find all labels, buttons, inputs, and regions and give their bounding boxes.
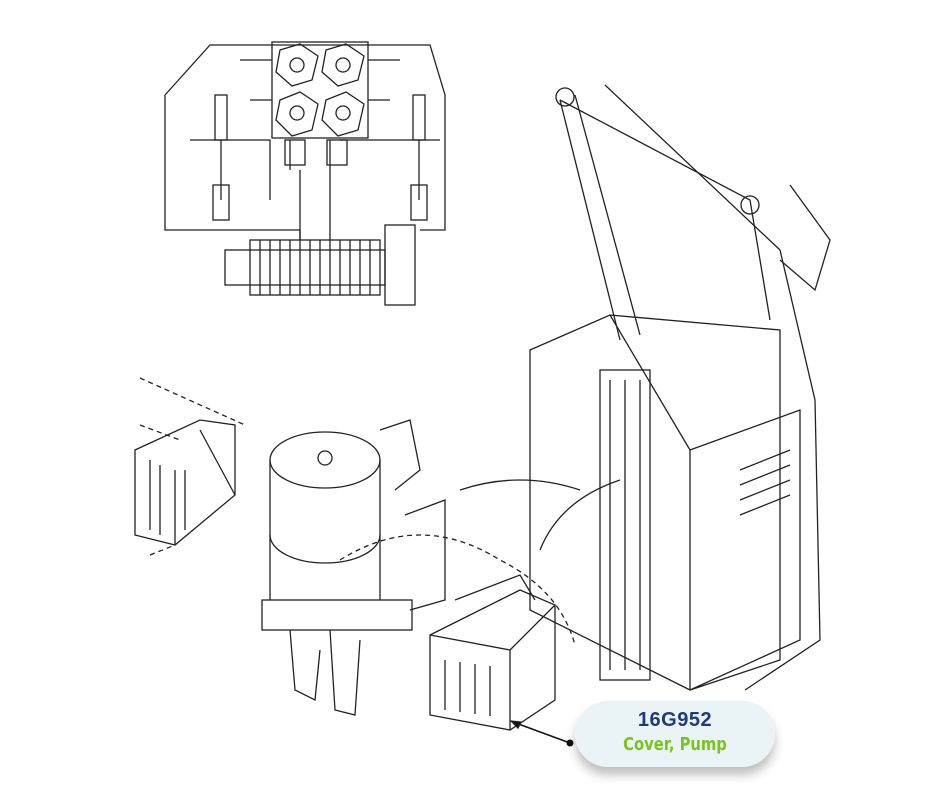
pump-cover: [339, 534, 576, 731]
part-description: Cover, Pump: [623, 734, 727, 755]
leader-dot: [566, 739, 574, 747]
cart-cabinet: [459, 84, 831, 691]
left-bracket: [134, 377, 246, 556]
wiring-schematic: [164, 41, 446, 306]
pump-assembly: [261, 419, 446, 716]
part-callout[interactable]: 16G952 Cover, Pump: [575, 701, 775, 767]
callout-leader-line: [512, 721, 571, 744]
leader-arrowhead: [509, 720, 523, 730]
part-number: 16G952: [637, 709, 713, 731]
